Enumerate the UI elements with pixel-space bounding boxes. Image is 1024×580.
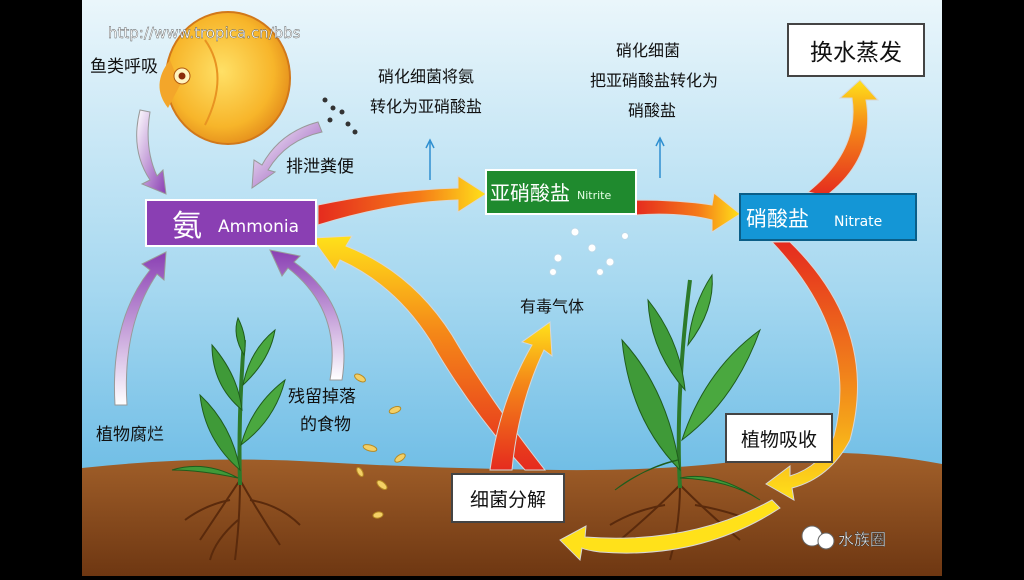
- gas-bubbles-icon: [549, 227, 629, 276]
- plant-right: [614, 273, 762, 501]
- thin-blue-arrows: [425, 136, 665, 180]
- arrow-nitrate-to-water-change: [806, 79, 880, 197]
- food-flakes-icon: [354, 373, 406, 519]
- annotation-labels: http://www.tropica.cn/bbs 鱼类呼吸 排泄粪便 硝化细菌…: [90, 24, 718, 445]
- arrow-ammonia-to-nitrite: [317, 175, 487, 226]
- nitrite-zh: 亚硝酸盐: [490, 181, 570, 205]
- label-leftover-food-line-1: 残留掉落: [288, 387, 356, 407]
- arrow-bacteria-to-toxic-gas: [489, 321, 553, 471]
- label-fish-breathing: 鱼类呼吸: [90, 57, 158, 77]
- right-black-bar: [942, 0, 1024, 576]
- arrow-nitrate-to-plant: [765, 241, 858, 501]
- water-change-label: 换水蒸发: [810, 40, 902, 66]
- arrow-fish-breathing: [136, 109, 167, 195]
- ammonia-box: 氨 Ammonia: [145, 199, 317, 247]
- corner-mark-text: 水族圈: [838, 530, 886, 549]
- arrow-bacteria-to-ammonia: [311, 235, 547, 471]
- label-nitrify-2-line-2: 把亚硝酸盐转化为: [590, 71, 718, 90]
- arrow-to-bacteria: [559, 499, 781, 562]
- bacteria-decompose-label: 细菌分解: [470, 489, 546, 511]
- arrow-plant-rot: [113, 251, 167, 406]
- arrow-excrete: [251, 121, 323, 190]
- label-excrete: 排泄粪便: [286, 157, 354, 177]
- label-nitrify-2-line-1: 硝化细菌: [616, 41, 680, 60]
- label-nitrify-1-line-2: 转化为亚硝酸盐: [370, 97, 482, 116]
- nitrate-en: Nitrate: [834, 214, 882, 230]
- plant-absorb-box: 植物吸收: [725, 413, 833, 463]
- ammonia-en: Ammonia: [218, 217, 299, 237]
- left-black-bar: [0, 0, 82, 576]
- nitrate-zh: 硝酸盐: [746, 207, 809, 231]
- arrow-leftover-food: [269, 249, 345, 381]
- plant-roots-left: [184, 479, 301, 561]
- big-arrows: [311, 79, 880, 562]
- bacteria-decompose-box: 细菌分解: [451, 473, 565, 523]
- nitrite-en: Nitrite: [577, 189, 611, 202]
- plant-absorb-label: 植物吸收: [741, 429, 817, 451]
- arrow-head-icon: [425, 138, 435, 149]
- feces-dots-icon: [322, 97, 358, 135]
- nitrate-box: 硝酸盐 Nitrate: [739, 193, 917, 241]
- label-nitrify-2-line-3: 硝酸盐: [628, 101, 676, 120]
- arrow-head-icon: [655, 136, 665, 147]
- label-nitrify-1-line-1: 硝化细菌将氨: [378, 67, 474, 86]
- label-leftover-food-line-2: 的食物: [300, 415, 351, 435]
- corner-logo: 水族圈: [801, 525, 886, 550]
- plant-roots-right: [609, 484, 751, 561]
- arrow-nitrite-to-nitrate: [635, 192, 741, 233]
- ammonia-zh: 氨: [172, 209, 202, 244]
- nitrite-box: 亚硝酸盐 Nitrite: [485, 169, 637, 215]
- label-toxic-gas: 有毒气体: [520, 297, 584, 316]
- watermark-url: http://www.tropica.cn/bbs: [108, 24, 301, 42]
- fish-icon: [159, 11, 291, 145]
- water-change-box: 换水蒸发: [787, 23, 925, 77]
- label-plant-rot: 植物腐烂: [96, 425, 164, 445]
- purple-arrows: [113, 109, 345, 406]
- wechat-icon-bubble: [817, 532, 835, 550]
- plant-left: [171, 316, 286, 486]
